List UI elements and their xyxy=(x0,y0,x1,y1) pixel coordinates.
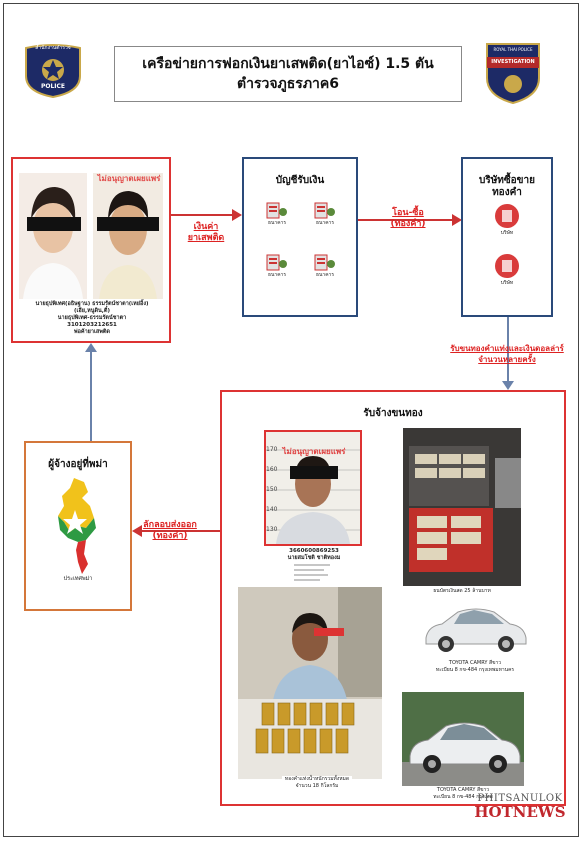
money-label: เงินค่า ยาเสพติด xyxy=(178,222,234,244)
car-photo-2 xyxy=(402,692,524,786)
company-icon-2 xyxy=(494,253,520,287)
car1-caption: TOYOTA CAMRY สีขาว ทะเบียน 8 กข-484 กรุง… xyxy=(414,660,536,674)
bank-label-4: ธนาคาร xyxy=(315,272,335,278)
money-label-line1: เงินค่า xyxy=(193,222,219,232)
mugshot-scale-130: 130 xyxy=(266,526,278,533)
arrow-transfer-head xyxy=(452,214,462,226)
censor-bar-2 xyxy=(97,217,159,231)
cash-suitcase-photo xyxy=(403,428,521,586)
censor-bar-3 xyxy=(290,466,338,479)
mugshot-name: นายสมโชติ ชาติทองม xyxy=(287,555,341,561)
courier-box-title: รับจ้างขนทอง xyxy=(363,408,423,419)
mugshot-scale-160: 160 xyxy=(266,466,278,473)
gold-company-box: บริษัทซื้อขาย ทองคำ xyxy=(461,157,553,317)
watermark-line1: PHITSANULOK xyxy=(477,793,563,804)
bank-box-title: บัญชีรับเงิน xyxy=(275,175,325,186)
suspect-caption-line4: 3101203212651 xyxy=(67,322,117,328)
watermark: PHITSANULOK HOTNEWS xyxy=(470,793,570,820)
censor-bar-4 xyxy=(314,628,344,636)
mugshot-details-lines xyxy=(294,563,334,585)
arrow-money-head xyxy=(232,209,242,221)
smuggle-label: ลักลอบส่งออก (ทองคำ) xyxy=(140,520,200,542)
suspect-caption-line2: (เฮีย,หนูดิน,ตี๋) xyxy=(74,308,110,314)
myanmar-box-title: ผู้จ้างอยู่ที่พม่า xyxy=(48,459,108,470)
suspect-stamp: ไม่อนุญาตเผยแพร่ xyxy=(97,174,161,183)
gold-company-title-line2: ทองคำ xyxy=(492,187,522,198)
company-icon-1 xyxy=(494,203,520,237)
mugshot-scale-150: 150 xyxy=(266,486,278,493)
gold-caption-line2: จำนวน 18 กิโลกรัม xyxy=(295,783,339,789)
arrow-deliver xyxy=(507,317,509,383)
company-label-1: บริษัท xyxy=(500,230,514,236)
myanmar-map xyxy=(48,476,108,576)
suspects-box: ไม่อนุญาตเผยแพร่ นายธุปพิเทศ(อธิษฐาน) ธร… xyxy=(11,157,171,343)
deliver-label-line2: จำนวนหลายครั้ง xyxy=(478,355,536,364)
mugshot-id: 3660600869253 xyxy=(289,548,339,554)
suspect-caption-line3: นายธุปพิเทศ-ธรรมรัตน์ชาตา xyxy=(57,315,127,321)
title-box: เครือข่ายการฟอกเงินยาเสพติด(ยาไอซ์) 1.5 … xyxy=(114,46,462,102)
suspect-caption-line1: นายธุปพิเทศ(อธิษฐาน) ธรรมรัตน์ชาตา(เหย่อ… xyxy=(35,301,149,307)
mugshot-caption: 3660600869253 นายสมโชติ ชาติทองม xyxy=(262,548,366,562)
suspect-caption-line5: พ่อค้ายาเสพติด xyxy=(73,329,110,335)
gold-caption: ทองคำแท่งน้ำหนักรวมทั้งหมด จำนวน 18 กิโล… xyxy=(282,776,352,790)
right-badge-band-text: INVESTIGATION xyxy=(491,59,535,65)
smuggle-label-line2: (ทองคำ) xyxy=(152,531,188,541)
bank-icon-2 xyxy=(314,200,336,228)
mugshot-stamp: ไม่อนุญาตเผยแพร่ xyxy=(282,447,346,456)
arrow-money xyxy=(171,214,237,216)
car2-caption-line2: ทะเบียน 8 กข-484 กรุงเทพ xyxy=(433,794,493,800)
arrow-smuggle-head xyxy=(132,525,142,537)
bank-label-1: ธนาคาร xyxy=(267,220,287,226)
arrow-employer xyxy=(90,350,92,442)
car2-caption: TOYOTA CAMRY สีขาว ทะเบียน 8 กข-484 กรุง… xyxy=(396,787,530,801)
transfer-label-line2: (ทองคำ) xyxy=(390,219,426,229)
right-badge-top-text: ROYAL THAI POLICE xyxy=(493,47,533,52)
bank-label-2: ธนาคาร xyxy=(315,220,335,226)
bank-accounts-box: บัญชีรับเงิน xyxy=(242,157,358,317)
arrow-employer-head xyxy=(85,343,97,352)
bank-icon-1 xyxy=(266,200,288,228)
suspect-photo-2 xyxy=(93,173,163,299)
car1-caption-line2: ทะเบียน 8 กข-484 กรุงเทพมหานคร xyxy=(435,667,515,673)
car2-caption-line1: TOYOTA CAMRY สีขาว xyxy=(436,787,490,793)
gold-caption-line1: ทองคำแท่งน้ำหนักรวมทั้งหมด xyxy=(284,776,350,782)
left-badge-text: POLICE xyxy=(40,83,66,90)
gold-courier-box: รับจ้างขนทอง xyxy=(220,390,566,806)
arrow-transfer xyxy=(358,219,454,221)
mugshot-scale-140: 140 xyxy=(266,506,278,513)
gold-company-title: บริษัทซื้อขาย ทองคำ xyxy=(463,175,551,199)
cash-caption: ธนบัตรเงินสด 25 ล้านบาท xyxy=(433,588,491,594)
arrow-deliver-head xyxy=(502,381,514,390)
page-title-line1: เครือข่ายการฟอกเงินยาเสพติด(ยาไอซ์) 1.5 … xyxy=(142,56,434,72)
car-photo-1 xyxy=(420,598,530,658)
outer-frame xyxy=(3,3,579,837)
gold-company-title-line1: บริษัทซื้อขาย xyxy=(478,175,535,186)
bank-icon-4 xyxy=(314,252,336,280)
censor-bar-1 xyxy=(27,217,81,231)
page-title-line2: ตำรวจภูธรภาค6 xyxy=(236,76,340,92)
deliver-label-line1: รับขนทองคำแท่งและเงินดอลล่าร์ xyxy=(450,344,564,353)
mugshot-photo xyxy=(264,430,362,546)
money-label-line2: ยาเสพติด xyxy=(187,233,225,243)
smuggle-label-line1: ลักลอบส่งออก xyxy=(143,520,197,530)
car1-caption-line1: TOYOTA CAMRY สีขาว xyxy=(448,660,502,666)
suspect-photo-1 xyxy=(19,173,87,299)
bank-icon-3 xyxy=(266,252,288,280)
watermark-line2: HOTNEWS xyxy=(474,803,566,821)
investigation-badge-right: ROYAL THAI POLICE INVESTIGATION xyxy=(484,40,542,105)
deliver-label: รับขนทองคำแท่งและเงินดอลล่าร์ จำนวนหลายค… xyxy=(440,343,574,365)
mugshot-scale-left: 170 160 150 140 130 xyxy=(266,440,280,540)
company-label-2: บริษัท xyxy=(500,280,514,286)
arrow-smuggle xyxy=(138,530,220,532)
transfer-label: โอน-ซื้อ (ทองคำ) xyxy=(378,208,438,230)
mugshot-scale-170: 170 xyxy=(266,446,278,453)
bank-label-3: ธนาคาร xyxy=(267,272,287,278)
suspect-caption: นายธุปพิเทศ(อธิษฐาน) ธรรมรัตน์ชาตา(เหย่อ… xyxy=(15,301,169,336)
left-badge-top-text: สำนักงานตำรวจ xyxy=(35,45,71,51)
myanmar-map-label: ประเทศพม่า xyxy=(63,576,93,582)
myanmar-employer-box: ผู้จ้างอยู่ที่พม่า xyxy=(24,441,132,611)
transfer-label-line1: โอน-ซื้อ xyxy=(392,208,424,218)
police-badge-left: สำนักงานตำรวจ POLICE xyxy=(22,42,84,99)
gold-bars-photo xyxy=(238,587,382,779)
